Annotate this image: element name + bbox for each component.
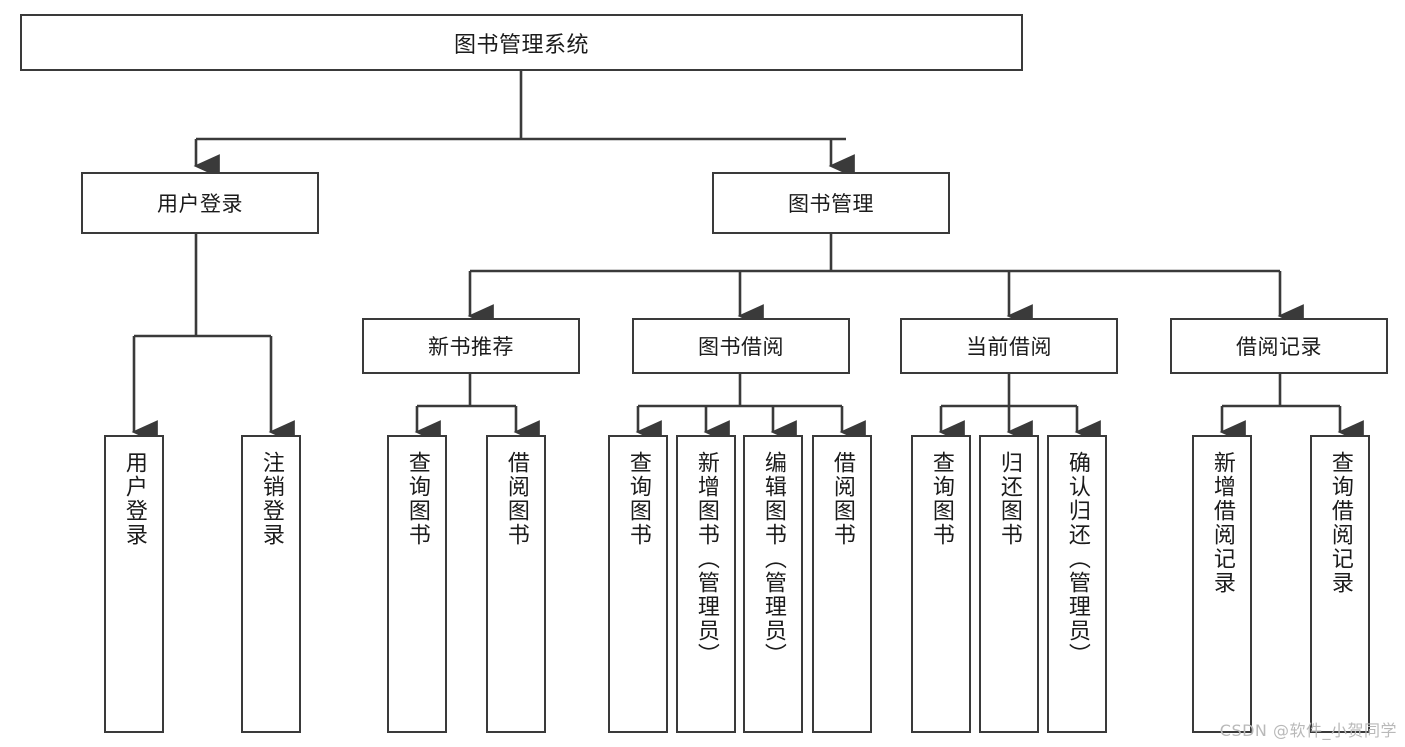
leaf-borrow-add-book-admin[interactable]: 新增图书（管理员）: [676, 435, 736, 733]
node-label: 查询借阅记录: [1327, 451, 1353, 595]
node-current-borrow[interactable]: 当前借阅: [900, 318, 1118, 374]
node-label: 借阅记录: [1236, 335, 1322, 359]
node-label: 图书管理系统: [453, 32, 589, 58]
node-book-borrow[interactable]: 图书借阅: [632, 318, 850, 374]
leaf-current-query-book[interactable]: 查询图书: [911, 435, 971, 733]
node-label: 归还图书: [996, 451, 1022, 547]
node-label: 借阅图书: [503, 451, 529, 547]
leaf-record-add-borrow-record[interactable]: 新增借阅记录: [1192, 435, 1252, 733]
leaf-record-query-borrow-record[interactable]: 查询借阅记录: [1310, 435, 1370, 733]
node-label: 图书借阅: [698, 335, 784, 359]
node-label: 新增借阅记录: [1209, 451, 1235, 595]
leaf-current-return-book[interactable]: 归还图书: [979, 435, 1039, 733]
leaf-user-login[interactable]: 用户登录: [104, 435, 164, 733]
node-label: 查询图书: [404, 451, 430, 547]
node-user-login[interactable]: 用户登录: [81, 172, 319, 234]
leaf-recommend-query-book[interactable]: 查询图书: [387, 435, 447, 733]
node-label: 新书推荐: [428, 335, 514, 359]
node-label: 用户登录: [121, 451, 147, 547]
leaf-recommend-borrow-book[interactable]: 借阅图书: [486, 435, 546, 733]
node-label: 新增图书（管理员）: [693, 451, 719, 667]
node-label: 查询图书: [928, 451, 954, 547]
node-root-book-management-system[interactable]: 图书管理系统: [20, 14, 1023, 71]
node-borrow-record[interactable]: 借阅记录: [1170, 318, 1388, 374]
node-label: 用户登录: [157, 192, 243, 216]
node-label: 图书管理: [788, 192, 874, 216]
leaf-borrow-edit-book-admin[interactable]: 编辑图书（管理员）: [743, 435, 803, 733]
leaf-current-confirm-return-admin[interactable]: 确认归还（管理员）: [1047, 435, 1107, 733]
node-label: 当前借阅: [966, 335, 1052, 359]
node-label: 查询图书: [625, 451, 651, 547]
leaf-borrow-borrow-book[interactable]: 借阅图书: [812, 435, 872, 733]
node-label: 编辑图书（管理员）: [760, 451, 786, 667]
node-label: 确认归还（管理员）: [1064, 451, 1090, 667]
leaf-borrow-query-book[interactable]: 查询图书: [608, 435, 668, 733]
node-book-management[interactable]: 图书管理: [712, 172, 950, 234]
watermark: CSDN @软件_小贺同学: [1219, 721, 1397, 740]
node-label: 借阅图书: [829, 451, 855, 547]
leaf-user-logout[interactable]: 注销登录: [241, 435, 301, 733]
node-label: 注销登录: [258, 451, 284, 547]
node-new-book-recommend[interactable]: 新书推荐: [362, 318, 580, 374]
